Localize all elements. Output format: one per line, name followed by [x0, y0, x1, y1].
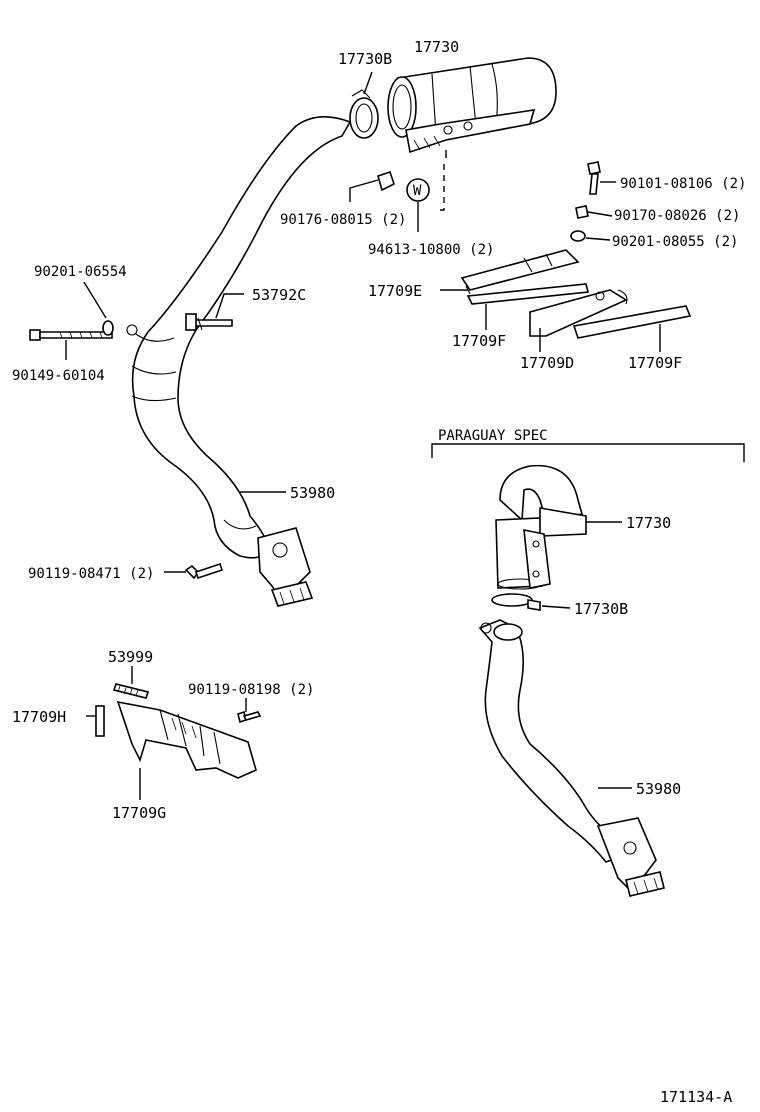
label-17709e: 17709E: [368, 282, 422, 300]
w-mark: W: [413, 183, 422, 199]
label-17730-paraguay: 17730: [626, 514, 671, 532]
bolt-90101: [587, 161, 601, 195]
section-paraguay-spec: PARAGUAY SPEC: [438, 428, 548, 444]
band-53999: [112, 683, 150, 699]
label-17709g: 17709G: [112, 804, 166, 822]
bracket-17709d: [529, 289, 628, 337]
label-90176-08015: 90176-08015 (2): [280, 212, 406, 228]
intake-hose-paraguay: [478, 619, 665, 897]
bolt-90119-08198: [237, 710, 262, 724]
paraguay-spec-bracket-line: [431, 443, 745, 462]
figure-id: 171134-A: [660, 1088, 732, 1106]
label-17730b-paraguay: 17730B: [574, 600, 628, 618]
label-53999: 53999: [108, 648, 153, 666]
strip-17709h: [95, 705, 105, 737]
label-53980-main: 53980: [290, 484, 335, 502]
label-90201-08055: 90201-08055 (2): [612, 234, 738, 250]
label-53980-paraguay: 53980: [636, 780, 681, 798]
label-17709d: 17709D: [520, 354, 574, 372]
part-labels: 17730B 17730 90101-08106 (2) 90176-08015…: [12, 38, 746, 1106]
label-17730b-top: 17730B: [338, 50, 392, 68]
label-17709f-b: 17709F: [628, 354, 682, 372]
hose-clamp-paraguay: [491, 593, 541, 611]
label-94613-10800: 94613-10800 (2): [368, 242, 494, 258]
clip-53792c: [185, 313, 233, 331]
label-90201-06554: 90201-06554: [34, 264, 127, 280]
air-cleaner-paraguay: [495, 464, 587, 590]
washer-w-mark: [406, 178, 430, 202]
label-53792c: 53792C: [252, 286, 306, 304]
label-90149-60104: 90149-60104: [12, 368, 105, 384]
leader-lines: [65, 71, 661, 800]
hose-clamp-top: [349, 89, 379, 139]
bolt-90149: [29, 320, 114, 341]
grommet-90176: [377, 170, 395, 192]
bracket-17709e: [460, 249, 580, 295]
nut-90170: [575, 205, 589, 219]
label-17709h: 17709H: [12, 708, 66, 726]
washer-90201-08055: [570, 230, 586, 242]
bracket-17709g: [116, 700, 257, 779]
bracket-17709f-b: [572, 305, 692, 339]
label-90119-08198: 90119-08198 (2): [188, 682, 314, 698]
label-90101-08106: 90101-08106 (2): [620, 176, 746, 192]
label-90170-08026: 90170-08026 (2): [614, 208, 740, 224]
air-cleaner-assembly: [387, 57, 557, 154]
label-90119-08471: 90119-08471 (2): [28, 566, 154, 582]
label-17709f-a: 17709F: [452, 332, 506, 350]
label-17730-top: 17730: [414, 38, 459, 56]
bracket-17709f-a: [466, 283, 589, 305]
intake-hose-main: [126, 116, 352, 607]
bolt-90119-08471: [184, 562, 224, 580]
